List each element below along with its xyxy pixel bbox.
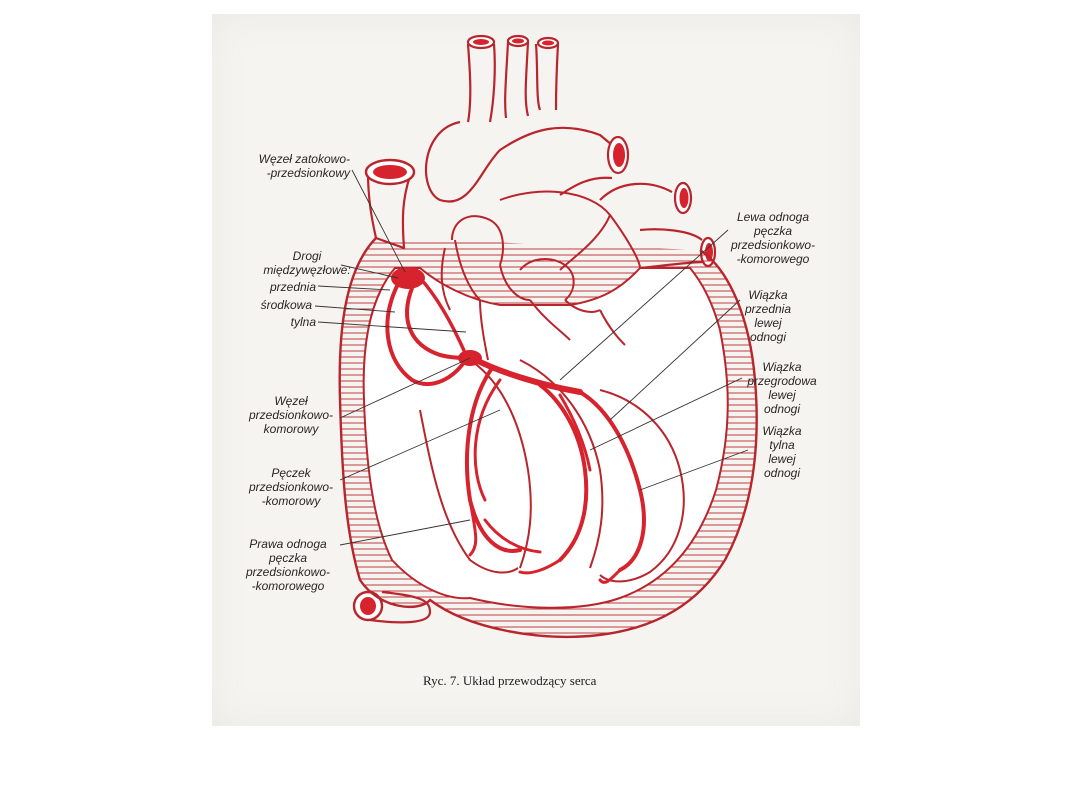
label-anterior: przednia xyxy=(269,280,316,294)
label-middle: środkowa xyxy=(260,298,312,312)
label-sa-node: Węzeł zatokowo--przedsionkowy xyxy=(258,152,350,180)
septum xyxy=(469,359,532,569)
figure-caption: Ryc. 7. Układ przewodzący serca xyxy=(423,673,597,688)
label-posterior: tylna xyxy=(290,315,316,329)
leader-lines xyxy=(314,169,749,546)
great-vessels xyxy=(424,41,705,270)
